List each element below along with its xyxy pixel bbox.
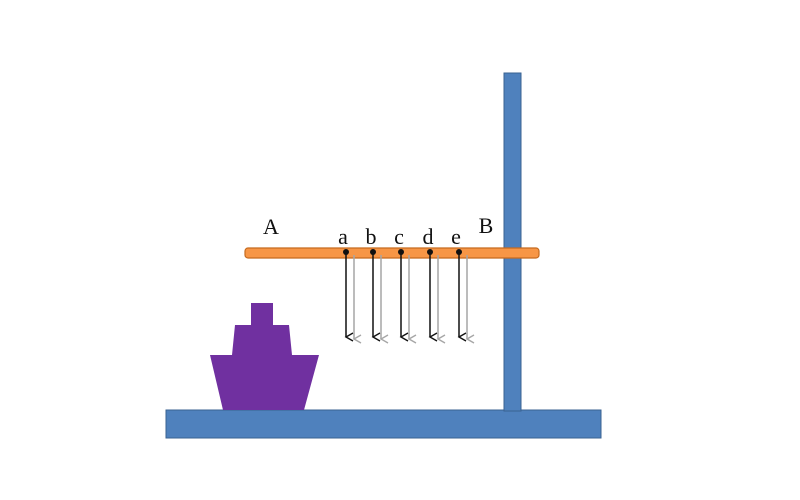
label-a-end: A xyxy=(263,214,279,239)
label-point-d: d xyxy=(423,224,434,249)
point-dot-e xyxy=(456,249,462,255)
point-dot-d xyxy=(427,249,433,255)
rod-ab xyxy=(244,247,540,259)
label-b-end: B xyxy=(479,213,494,238)
label-point-e: e xyxy=(451,224,461,249)
point-dot-a xyxy=(343,249,349,255)
point-dot-c xyxy=(398,249,404,255)
stand-base xyxy=(165,409,602,439)
label-point-c: c xyxy=(394,224,404,249)
stand-post xyxy=(503,72,522,412)
weight-block xyxy=(210,303,319,410)
label-point-a: a xyxy=(338,224,348,249)
label-point-b: b xyxy=(366,224,377,249)
point-dot-b xyxy=(370,249,376,255)
